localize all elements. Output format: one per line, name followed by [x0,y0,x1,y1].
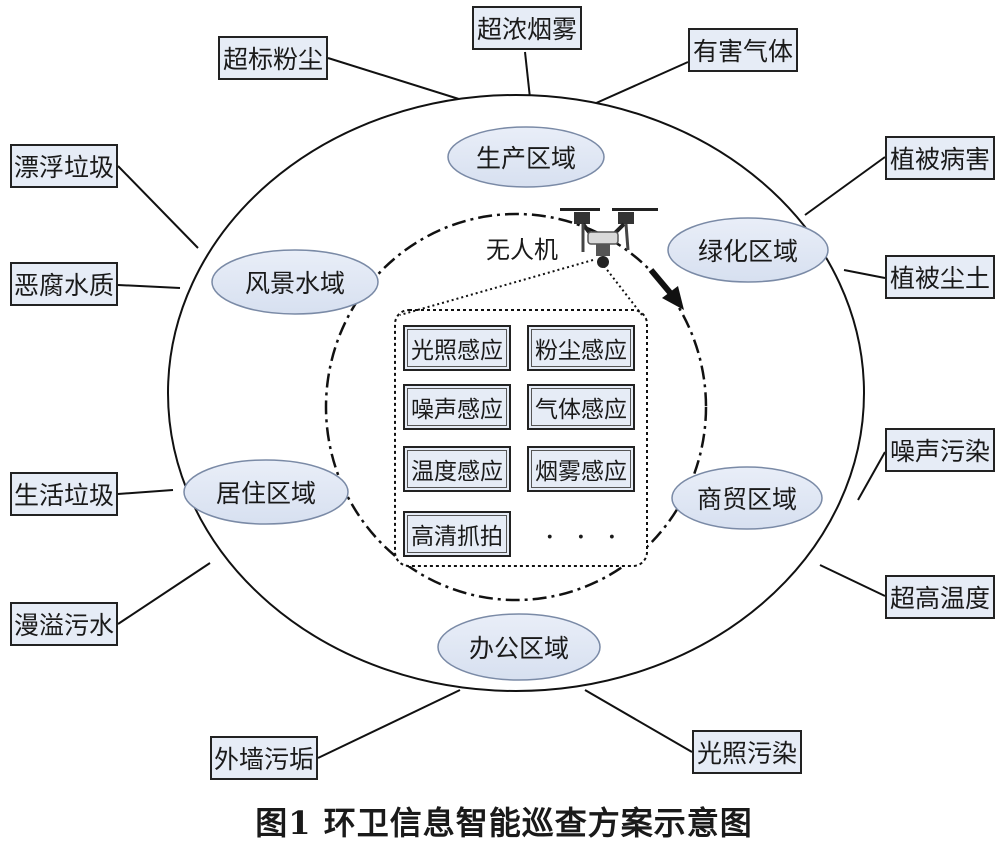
sensor-gas: 气体感应 [527,384,635,430]
sensor-smoke: 烟雾感应 [527,446,635,492]
issue-box-plant-dust: 植被尘土 [885,255,995,299]
issue-box-floating-garbage: 漂浮垃圾 [10,144,118,188]
connector-spoiled-water [117,284,181,289]
zone-scenic-water: 风景水域 [244,269,346,298]
direction-arrow [648,268,684,310]
connector-harmful-gas [584,61,689,109]
connector-light-pollution [584,689,693,753]
sensor-dust: 粉尘感应 [527,325,635,371]
zone-commercial: 商贸区域 [696,485,798,514]
connector-plant-dust [843,269,886,279]
zone-shape-commercial [671,466,823,530]
issue-box-household-garbage: 生活垃圾 [10,472,118,516]
zone-shape-residential [183,459,349,525]
connector-dense-smog [524,51,531,99]
issue-box-harmful-gas: 有害气体 [688,28,798,72]
issue-box-overflow-sewage: 漫溢污水 [10,602,118,646]
sensor-hd-capture: 高清抓拍 [403,511,511,557]
connector-lines [117,51,886,759]
connector-floating-garbage [117,165,199,249]
zone-greening: 绿化区域 [697,237,799,266]
sensor-temperature: 温度感应 [403,446,511,492]
zone-shape-greening [667,217,829,283]
drone-link-lines [399,259,643,316]
connector-noise-pollution [857,451,886,501]
zone-shape-production [447,126,605,188]
sensor-noise: 噪声感应 [403,384,511,430]
connector-ultrafine-dust [327,57,479,106]
issue-box-spoiled-water: 恶腐水质 [10,262,118,306]
connector-high-temperature [819,564,886,597]
drone-label: 无人机 [486,236,558,264]
issue-box-noise-pollution: 噪声污染 [885,428,995,472]
issue-box-light-pollution: 光照污染 [692,730,802,774]
sensor-panel [394,309,648,567]
connector-household-garbage [117,489,174,495]
connector-plant-disease [804,156,886,216]
issue-box-wall-dirt: 外墙污垢 [210,736,318,780]
zone-residential: 居住区域 [215,479,317,508]
more-sensors-ellipsis: · · · [545,520,623,555]
zone-shape-office [437,613,601,681]
zone-shapes [183,126,829,681]
issue-box-plant-disease: 植被病害 [885,136,995,180]
issue-box-ultrafine-dust: 超标粉尘 [218,36,328,80]
issue-box-high-temperature: 超高温度 [885,575,995,619]
connector-wall-dirt [317,689,461,759]
zone-office: 办公区域 [468,634,570,663]
zone-production: 生产区域 [475,144,577,173]
zone-shape-scenic-water [211,249,379,315]
figure-caption: 图1 环卫信息智能巡查方案示意图 [255,804,753,841]
connector-overflow-sewage [117,562,211,625]
patrol-route [324,212,708,602]
issue-box-dense-smog: 超浓烟雾 [472,6,582,50]
sensor-light: 光照感应 [403,325,511,371]
drone-icon [560,208,658,268]
